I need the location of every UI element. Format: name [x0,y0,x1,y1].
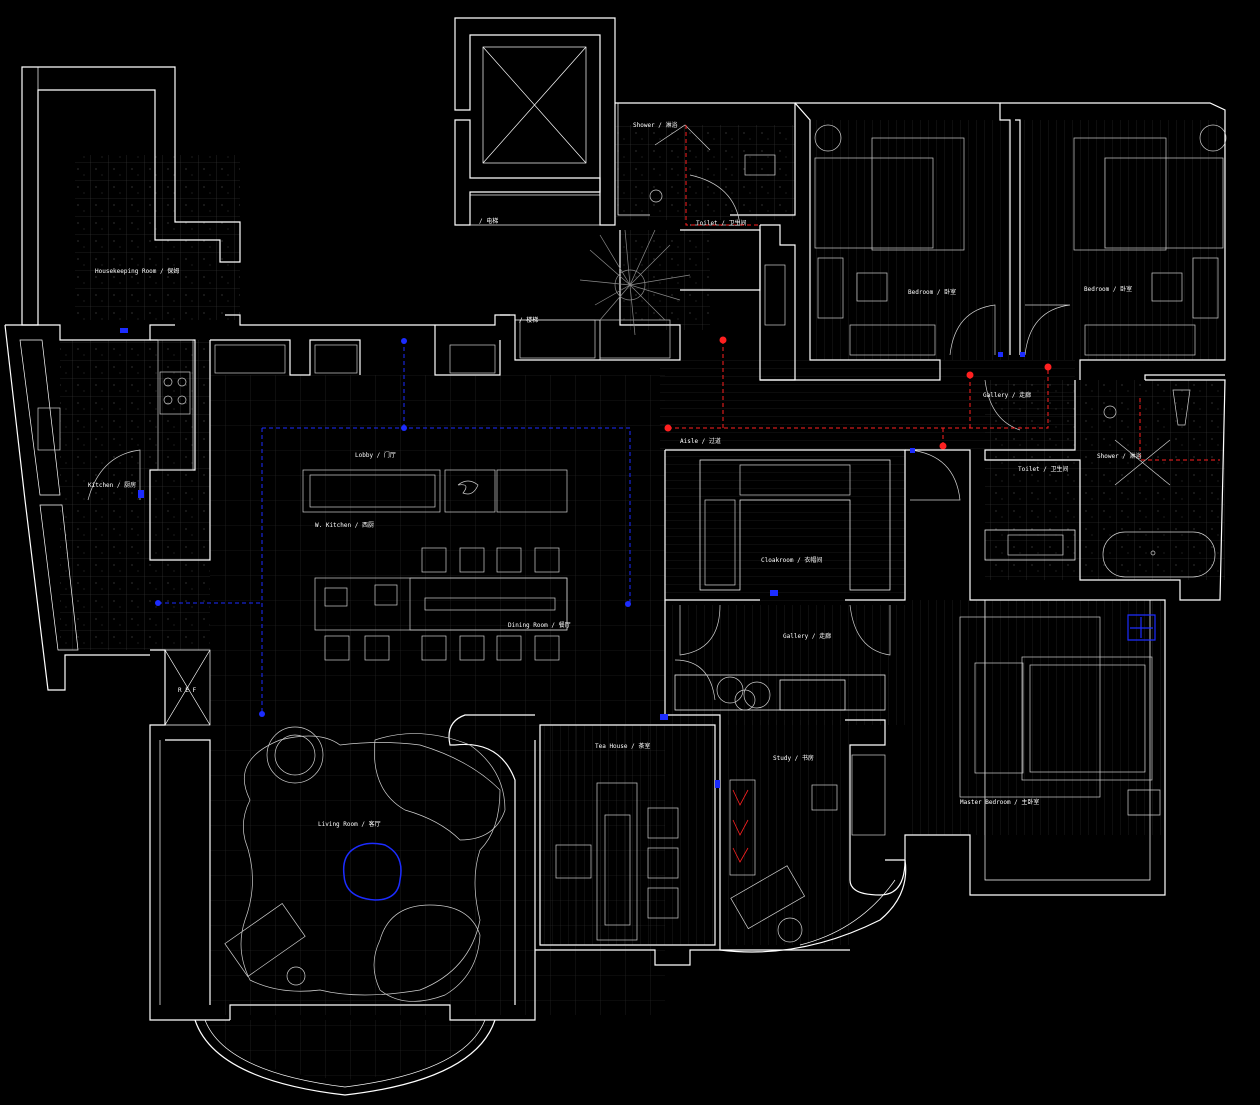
label-gallery-north: Gallery / 走廊 [983,391,1031,399]
label-toilet-east: Toilet / 卫生间 [1018,465,1069,473]
label-tea: Tea House / 茶室 [595,742,650,750]
furniture [37,124,1227,1002]
label-ref: R E F [178,687,196,694]
label-gallery-center: Gallery / 走廊 [783,632,831,640]
label-master: Master Bedroom / 主卧室 [960,798,1039,806]
label-bedroom-1: Bedroom / 卧室 [908,288,956,296]
label-shower-east: Shower / 淋浴 [1097,452,1142,460]
walls [4,17,1226,1096]
label-study: Study / 书房 [773,754,814,762]
label-lift: / 电梯 [479,217,498,225]
chandelier [579,229,691,336]
label-stair: / 楼梯 [519,316,538,324]
label-aisle: Aisle / 过道 [680,437,721,445]
label-dining: Dining Room / 餐厅 [508,621,571,629]
electrical-circuits [120,328,1025,788]
label-western-kitchen: W. Kitchen / 西厨 [315,522,374,529]
label-shower-north: Shower / 淋浴 [633,121,678,129]
label-toilet-north: Toilet / 卫生间 [696,219,747,227]
label-lobby: Lobby / 门厅 [355,451,396,459]
plumbing-lines [664,125,1220,461]
label-housekeeping: Housekeeping Room / 保姆 [95,267,179,275]
label-bedroom-2: Bedroom / 卧室 [1084,285,1132,293]
label-living: Living Room / 客厅 [318,820,381,828]
room-labels: Housekeeping Room / 保姆 Kitchen / 厨房 Lobb… [88,121,1142,828]
label-kitchen: Kitchen / 厨房 [88,481,136,489]
floor-patterns [60,120,1225,1080]
doors [87,174,1071,701]
label-cloakroom: Cloakroom / 衣帽间 [761,556,822,564]
